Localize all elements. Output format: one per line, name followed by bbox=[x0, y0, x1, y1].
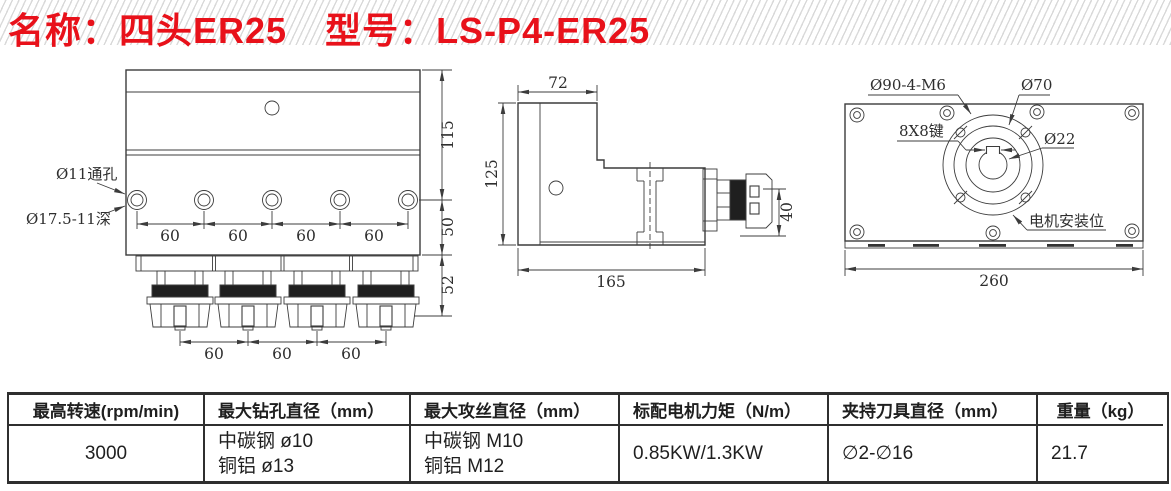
page-title: 名称：四头ER25 型号：LS-P4-ER25 bbox=[8, 2, 650, 54]
rear-callouts: Ø90-4-M6 Ø70 8X8键 Ø22 电机安装位 bbox=[868, 76, 1106, 231]
collet-chucks bbox=[135, 255, 420, 331]
bolt-circle-callout: Ø90-4-M6 bbox=[870, 76, 946, 94]
dim-40-label: 40 bbox=[778, 202, 796, 222]
er25-collet bbox=[146, 270, 214, 331]
dim-60-label: 60 bbox=[228, 227, 248, 245]
weight-value: 21.7 bbox=[1051, 442, 1088, 464]
shaft-dia-callout: Ø22 bbox=[1044, 130, 1075, 148]
er25-collet bbox=[283, 270, 351, 331]
counterbore-callout: Ø17.5-11深 bbox=[26, 210, 111, 228]
max-speed-value: 3000 bbox=[9, 426, 205, 481]
title-banner: 名称：四头ER25 型号：LS-P4-ER25 bbox=[0, 0, 1171, 51]
col-header-weight: 重量（kg） bbox=[1038, 395, 1163, 426]
motor-torque-value: 0.85KW/1.3KW bbox=[620, 426, 829, 481]
col-header-max-speed: 最高转速(rpm/min) bbox=[9, 395, 205, 426]
drill-dia-value: 中碳钢 ø10 铜铝 ø13 bbox=[205, 426, 411, 481]
tap-dia-value: 中碳钢 M10 铜铝 M12 bbox=[411, 426, 620, 481]
side-body bbox=[517, 102, 706, 246]
motor-mount-callout: 电机安装位 bbox=[1029, 212, 1104, 230]
side-view-drawing: 72 125 165 40 bbox=[483, 74, 796, 291]
er25-collet bbox=[352, 270, 420, 331]
front-hole-spacing-dims: 60 60 60 60 bbox=[136, 211, 409, 245]
drill-steel-value: 中碳钢 ø10 bbox=[218, 430, 314, 452]
collet-spacing-dims: 60 60 60 bbox=[179, 331, 387, 363]
er25-collet bbox=[214, 270, 282, 331]
front-height-dims: 115 50 52 bbox=[414, 69, 457, 317]
dim-60-label: 60 bbox=[341, 345, 361, 363]
rear-corner-screws bbox=[849, 104, 1140, 241]
spec-table: 最高转速(rpm/min) 最大钻孔直径（mm） 最大攻丝直径（mm） 标配电机… bbox=[7, 392, 1169, 484]
dim-52-label: 52 bbox=[439, 275, 457, 295]
side-collet-assembly bbox=[702, 168, 773, 232]
product-name: 名称：四头ER25 bbox=[8, 10, 288, 51]
dim-115-label: 115 bbox=[439, 120, 457, 150]
keyway-slot bbox=[985, 145, 1001, 154]
rear-width-dim: 260 bbox=[844, 250, 1144, 290]
m6-bolt-holes bbox=[953, 125, 1033, 205]
tap-copper-value: 铜铝 M12 bbox=[424, 455, 505, 477]
product-model: 型号：LS-P4-ER25 bbox=[325, 10, 651, 51]
front-callouts: Ø11通孔 Ø17.5-11深 bbox=[26, 165, 126, 228]
dim-125-label: 125 bbox=[483, 159, 501, 189]
through-hole-callout: Ø11通孔 bbox=[56, 165, 117, 183]
col-header-motor-torque: 标配电机力矩（N/m） bbox=[620, 395, 829, 426]
col-header-drill-dia: 最大钻孔直径（mm） bbox=[205, 395, 411, 426]
key-callout: 8X8键 bbox=[899, 122, 944, 140]
rear-body bbox=[844, 103, 1144, 249]
front-mount-holes bbox=[127, 190, 418, 210]
rear-view-drawing: Ø90-4-M6 Ø70 8X8键 Ø22 电机安装位 260 bbox=[844, 76, 1144, 290]
tap-steel-value: 中碳钢 M10 bbox=[424, 430, 524, 452]
front-body bbox=[125, 69, 421, 256]
dim-50-label: 50 bbox=[439, 217, 457, 237]
dim-260-label: 260 bbox=[979, 272, 1009, 290]
front-view-drawing: 60 60 60 60 115 50 52 Ø11通孔 Ø17.5-11深 bbox=[26, 69, 457, 363]
dim-60-label: 60 bbox=[364, 227, 384, 245]
clamp-range-value: ∅2-∅16 bbox=[829, 426, 1038, 481]
flange-dia-callout: Ø70 bbox=[1021, 76, 1052, 94]
side-dims: 72 125 165 40 bbox=[483, 74, 796, 291]
dim-60-label: 60 bbox=[296, 227, 316, 245]
dim-165-label: 165 bbox=[596, 273, 626, 291]
side-spindle-bore bbox=[636, 162, 664, 250]
dim-60-label: 60 bbox=[204, 345, 224, 363]
drill-copper-value: 铜铝 ø13 bbox=[218, 455, 295, 477]
col-header-clamp-dia: 夹持刀具直径（mm） bbox=[829, 395, 1038, 426]
motor-mount-circles bbox=[942, 114, 1044, 216]
dim-60-label: 60 bbox=[160, 227, 180, 245]
dim-72-label: 72 bbox=[548, 74, 568, 92]
dim-60-label: 60 bbox=[272, 345, 292, 363]
col-header-tap-dia: 最大攻丝直径（mm） bbox=[411, 395, 620, 426]
